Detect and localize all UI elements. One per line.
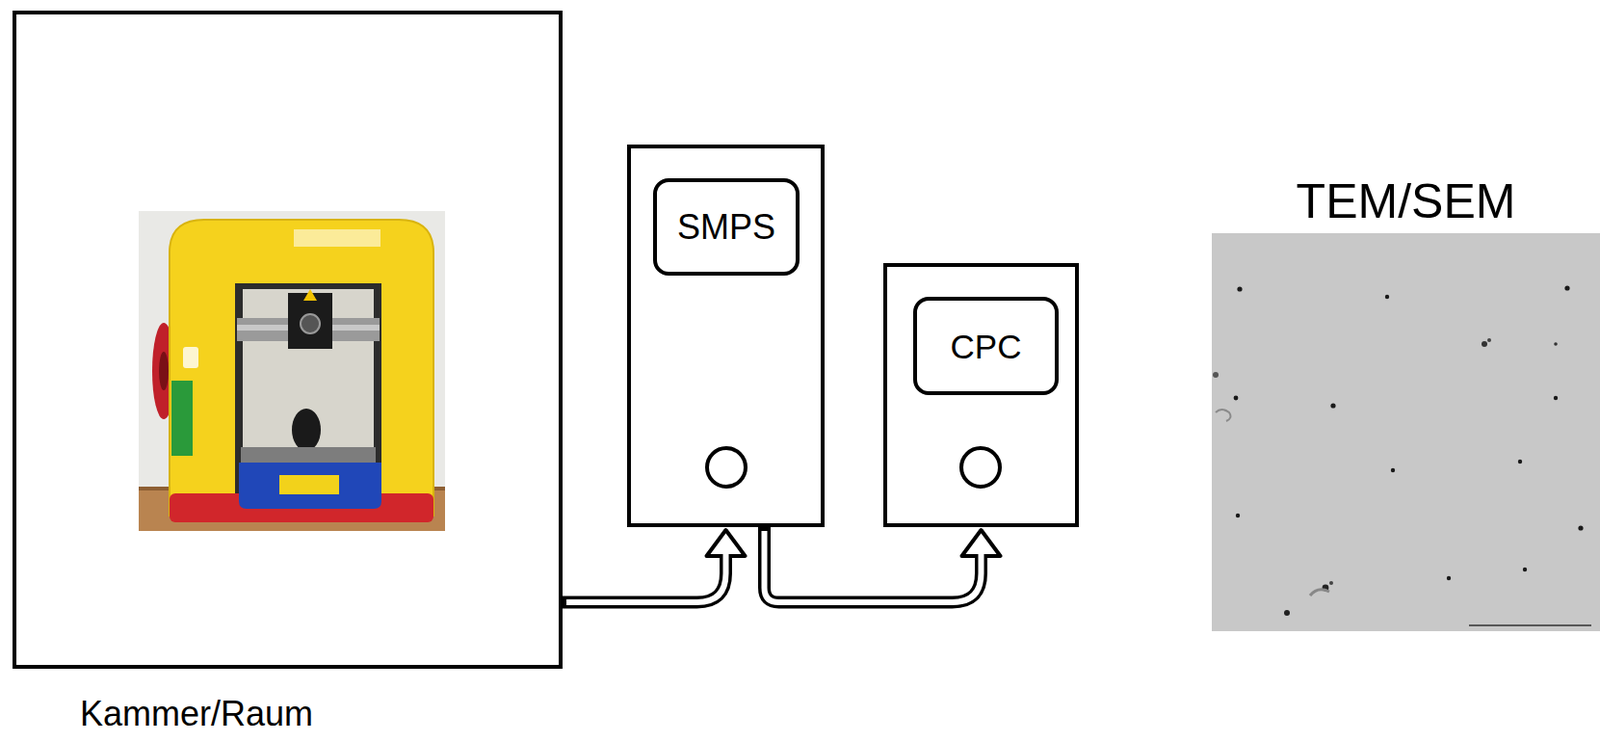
display-panel: CPC [913,296,1059,395]
arrow-shaft [764,526,982,603]
instrument-box: CPC [883,262,1079,527]
indicator-circle [961,447,1000,487]
flow-arrow [764,526,1001,603]
image-heading: TEM/SEM [1211,177,1600,226]
flow-arrow [562,529,746,603]
micrograph-image [1211,233,1600,631]
chamber-label: Kammer/Raum [79,696,314,732]
chamber-box: Kammer/Raum [12,10,563,669]
printer-illustration [138,210,446,531]
micrograph-node: TEM/SEM [1211,163,1600,631]
instrument-label: SMPS [677,209,776,245]
display-panel: SMPS [653,178,800,276]
arrow-shaft [562,555,727,603]
indicator-circle [707,447,746,487]
instrument-label: CPC [950,329,1023,364]
arrow-head [962,529,1001,556]
arrow-shaft-inner [566,553,727,603]
instrument-box: SMPS [627,144,825,527]
arrow-head [707,529,746,556]
arrow-shaft-inner [764,530,982,603]
